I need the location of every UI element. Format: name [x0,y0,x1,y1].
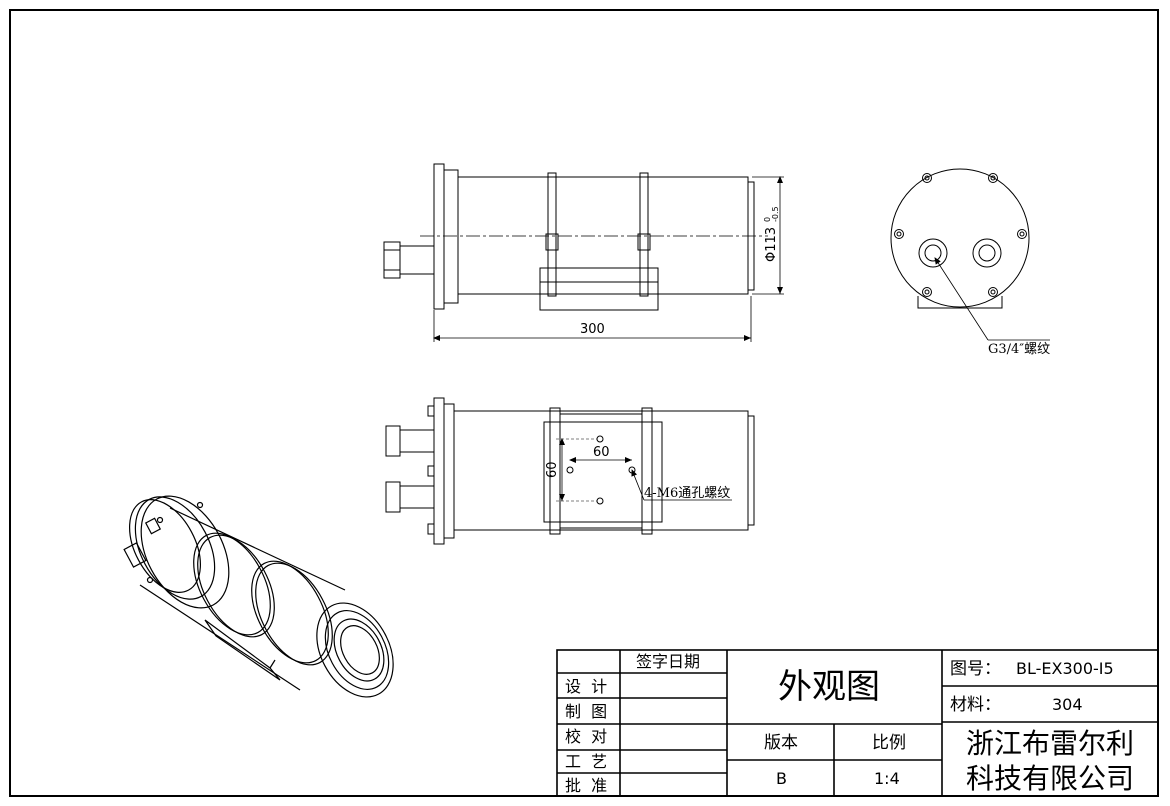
title-block-frame [556,649,1159,797]
top-hole-top [596,435,604,443]
tb-drawing-no-value: BL-EX300-I5 [1016,659,1114,678]
top-housing-body [453,410,749,531]
tb-drawing-title: 外观图 [778,667,880,707]
tb-row-design: 设 计 [565,677,607,696]
tb-material-value: 304 [1052,695,1083,714]
thread-label: G3/4″螺纹 [988,342,1050,357]
tb-version-value: B [776,769,787,788]
dim-hole-spacing-v: 60 [545,461,560,478]
tb-company-line1: 浙江布雷尔利 [966,727,1134,760]
top-flange [433,397,445,545]
front-flange [433,163,445,310]
end-cable-entry-left [918,238,948,268]
top-gland-lower [385,481,401,513]
tb-scale-label: 比例 [872,733,906,753]
front-cable-gland [383,241,401,279]
dim-diameter-text: Φ113 [764,227,779,262]
top-hole-left [566,466,574,474]
tb-version-label: 版本 [764,733,798,753]
tb-drawing-no-label: 图号： [950,659,1001,679]
iso-mount-base [204,619,281,681]
dim-tol-upper: 0 [763,217,772,222]
top-gland-upper [385,425,401,457]
end-housing-circle [890,168,1030,308]
top-hole-bottom [596,497,604,505]
tb-header-sign-date: 签字日期 [636,652,700,671]
end-view [890,168,1050,341]
front-flange-ring [443,169,459,304]
tb-row-check: 校 对 [565,727,607,746]
dim-hole-spacing-h: 60 [593,445,610,460]
end-cable-entry-right [972,238,1002,268]
front-housing-body [457,176,749,295]
iso-front-cap [316,602,394,698]
top-mount-plate [543,421,663,523]
dim-tol-lower: -0.5 [771,206,780,222]
front-gland-neck [399,245,435,275]
iso-flange [140,495,230,609]
tb-material-label: 材料： [950,695,1001,715]
end-mount-base [917,296,1003,309]
front-view [383,163,784,342]
tb-row-approve: 批 准 [565,776,607,795]
dim-length-text: 300 [580,322,605,337]
tb-company-line2: 科技有限公司 [966,762,1134,795]
iso-lens [333,618,385,682]
iso-gland [123,542,147,568]
hole-label: 4-M6通孔螺纹 [644,486,730,501]
tb-row-process: 工 艺 [565,752,607,771]
tb-scale-value: 1:4 [874,769,900,788]
title-block [556,649,1159,797]
front-mount-base [539,267,659,311]
top-view [385,397,755,545]
tb-row-draw: 制 图 [565,702,607,721]
iso-view [123,495,394,698]
